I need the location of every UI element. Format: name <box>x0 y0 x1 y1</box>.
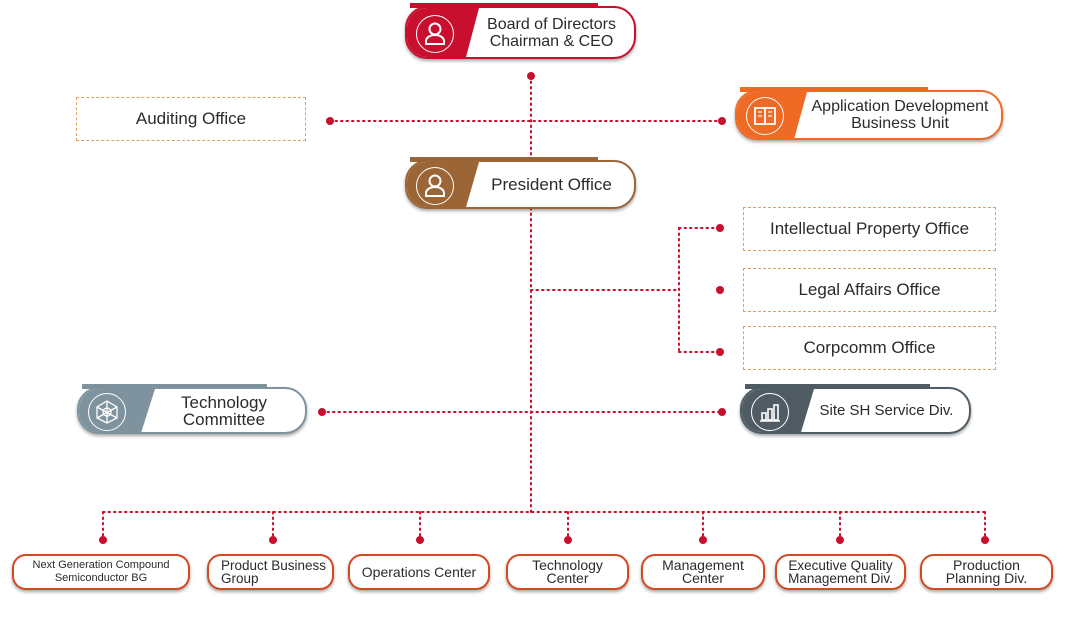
technology-center-node[interactable]: Technology Center <box>506 554 629 590</box>
unit-line2: Center <box>546 570 589 586</box>
unit-line1: Management <box>662 557 744 573</box>
person-icon <box>416 14 454 53</box>
management-center-node[interactable]: Management Center <box>641 554 765 590</box>
bar-chart-icon <box>751 392 789 431</box>
intellectual-property-office-node[interactable]: Intellectual Property Office <box>743 207 996 251</box>
board-line1: Board of Directors <box>487 15 616 33</box>
app-dev-label: Application Development Business Unit <box>803 92 997 138</box>
legal-affairs-label: Legal Affairs Office <box>798 280 941 299</box>
application-development-node[interactable]: Application Development Business Unit <box>735 90 1003 140</box>
tech-committee-label: Technology Committee <box>151 389 297 432</box>
unit-line2: Center <box>681 570 725 586</box>
corpcomm-label: Corpcomm Office <box>803 338 936 357</box>
unit-line2: Group <box>221 571 259 586</box>
executive-quality-management-node[interactable]: Executive Quality Management Div. <box>775 554 906 590</box>
app-dev-line1: Application Development <box>811 98 989 115</box>
site-sh-service-node[interactable]: Site SH Service Div. <box>740 387 971 434</box>
production-planning-node[interactable]: Production Planning Div. <box>920 554 1053 590</box>
unit-line1: Operations Center <box>361 563 477 580</box>
board-tab <box>410 3 598 8</box>
next-generation-compound-node[interactable]: Next Generation Compound Semiconductor B… <box>12 554 190 590</box>
tech-committee-line2: Committee <box>182 409 266 429</box>
unit-line1: Technology <box>532 557 603 573</box>
unit-line1: Product Business <box>221 558 327 573</box>
unit-line2: Planning Div. <box>945 570 1028 586</box>
president-text: President Office <box>491 175 612 194</box>
unit-line2: Semiconductor BG <box>54 572 148 584</box>
board-of-directors-node[interactable]: Board of Directors Chairman & CEO <box>405 6 636 59</box>
unit-line1: Next Generation Compound <box>32 559 170 571</box>
unit-line1: Executive Quality <box>788 558 893 573</box>
tech-committee-line1: Technology <box>180 392 267 412</box>
president-label: President Office <box>475 162 628 207</box>
ip-office-label: Intellectual Property Office <box>769 219 970 238</box>
site-sh-text: Site SH Service Div. <box>819 402 954 419</box>
book-icon <box>746 97 784 135</box>
app-dev-tab <box>740 87 928 92</box>
legal-affairs-office-node[interactable]: Legal Affairs Office <box>743 268 996 312</box>
unit-line2: Management Div. <box>788 571 893 586</box>
auditing-office-label: Auditing Office <box>135 109 247 128</box>
app-dev-line2: Business Unit <box>851 115 949 132</box>
unit-line1: Production <box>953 557 1020 573</box>
board-label: Board of Directors Chairman & CEO <box>475 8 628 57</box>
president-office-node[interactable]: President Office <box>405 160 636 209</box>
tech-committee-tab <box>82 384 267 389</box>
corpcomm-office-node[interactable]: Corpcomm Office <box>743 326 996 370</box>
site-sh-label: Site SH Service Div. <box>810 389 963 432</box>
president-tab <box>410 157 598 162</box>
board-line2: Chairman & CEO <box>489 32 614 50</box>
operations-center-node[interactable]: Operations Center <box>348 554 490 590</box>
auditing-office-node[interactable]: Auditing Office <box>76 97 306 141</box>
site-sh-tab <box>745 384 930 389</box>
product-business-group-node[interactable]: Product Business Group <box>207 554 334 590</box>
technology-committee-node[interactable]: Technology Committee <box>77 387 307 434</box>
network-icon <box>88 392 126 431</box>
person-icon <box>416 166 454 205</box>
